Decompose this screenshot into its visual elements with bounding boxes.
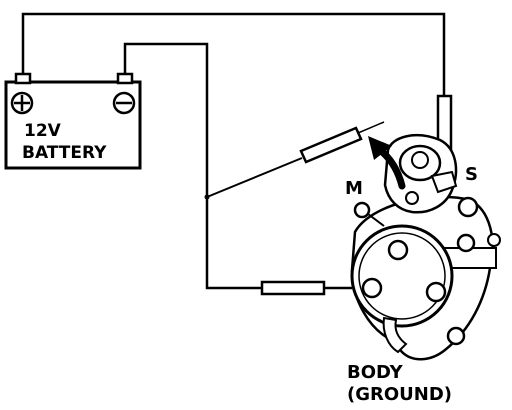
battery-label-name: BATTERY <box>22 143 107 163</box>
solenoid-mount-boss <box>457 196 479 218</box>
body-label: BODY <box>347 362 404 383</box>
ground-label: (GROUND) <box>347 384 452 405</box>
wiring <box>21 12 453 296</box>
mount-boss-outer <box>487 233 501 247</box>
jumper-probe-tip <box>357 121 385 134</box>
jumper-wire <box>206 157 303 198</box>
m-terminal-nut <box>353 201 371 219</box>
battery: 12V BATTERY <box>4 72 142 170</box>
terminal-s-label: S <box>465 164 478 185</box>
positive-wire <box>21 12 446 98</box>
starter-motor <box>350 134 501 361</box>
battery-negative-post <box>116 72 134 85</box>
through-bolt-right <box>425 281 447 303</box>
negative-terminal-icon <box>112 91 136 115</box>
mount-boss-upper <box>456 233 476 253</box>
battery-label-voltage: 12V <box>24 121 62 141</box>
starter-end-plate <box>350 224 454 328</box>
brush-holder-tab <box>382 316 408 354</box>
end-plate-ring <box>358 232 446 320</box>
terminal-m-label: M <box>345 178 363 199</box>
mount-boss-lower <box>446 326 466 346</box>
solenoid-center-stud <box>411 151 429 169</box>
through-bolt-left <box>361 277 383 299</box>
battery-positive-post <box>14 72 32 85</box>
m-terminal-lead <box>367 213 385 227</box>
wire-junction <box>204 194 210 200</box>
ground-clip <box>260 280 326 296</box>
s-terminal-connector <box>430 170 458 194</box>
through-bolt-top <box>387 239 409 261</box>
motion-arrow-icon <box>368 136 406 190</box>
negative-wire <box>123 42 262 290</box>
positive-terminal-icon <box>10 91 34 115</box>
solenoid-bolt <box>405 191 419 205</box>
jumper-probe-body <box>299 126 363 164</box>
